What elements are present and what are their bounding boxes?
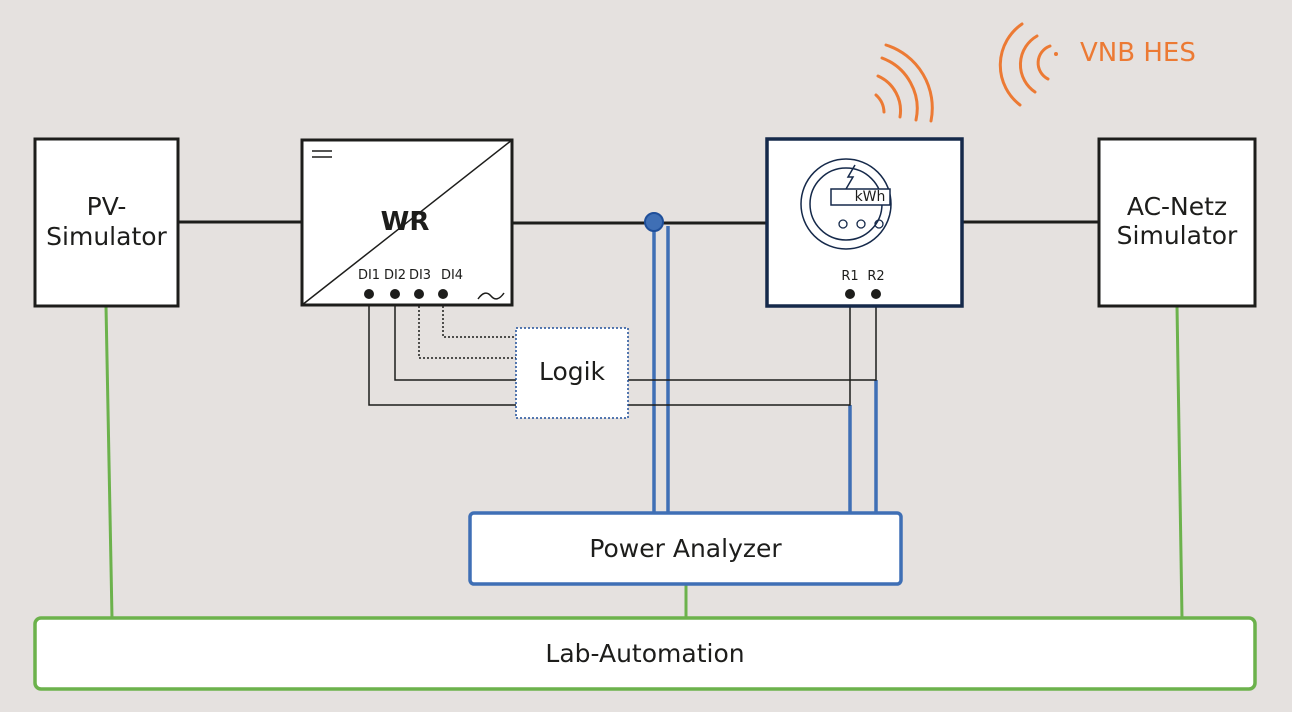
di2-label: DI2	[383, 268, 407, 283]
ac-grid-simulator-label-line2: Simulator	[1116, 221, 1238, 250]
pv-simulator-label-line2: Simulator	[46, 222, 167, 251]
ac-grid-simulator-label-line1: AC-Netz	[1126, 192, 1228, 221]
automation-links	[104, 305, 1184, 619]
logic-label: Logik	[538, 357, 606, 386]
pv-automation-link	[104, 305, 114, 619]
power-line	[178, 220, 1099, 225]
inverter-terminals	[364, 289, 448, 299]
meter-terminals	[845, 289, 881, 299]
ac-symbol	[477, 292, 505, 300]
lab-automation-box	[33, 616, 1257, 691]
terminal-di3	[414, 289, 424, 299]
meter-wireless-icon	[874, 43, 934, 123]
ac-grid-simulator-box	[1097, 137, 1257, 308]
ac-grid-simulator-label: AC-Netz Simulator	[1099, 192, 1255, 250]
power-analyzer-box	[468, 511, 903, 586]
logic-box	[515, 327, 629, 419]
terminal-di2	[390, 289, 400, 299]
meter-display-label: kWh	[854, 189, 886, 205]
di1-label: DI1	[357, 268, 381, 283]
r2-label: R2	[867, 269, 885, 284]
terminal-di4	[438, 289, 448, 299]
meter-button-2	[856, 219, 866, 229]
inverter-label: WR	[380, 207, 430, 237]
di4-label: DI4	[440, 268, 464, 283]
pv-simulator-box	[33, 137, 180, 308]
lab-automation-label: Lab-Automation	[545, 639, 745, 668]
power-analyzer-label: Power Analyzer	[589, 534, 782, 563]
di3-logic-wire	[418, 294, 516, 359]
meter-flash-icon	[845, 164, 856, 190]
meter-button-3	[874, 219, 884, 229]
meter-button-1	[838, 219, 848, 229]
hes-label: VNB HES	[1080, 38, 1196, 68]
meter-display	[830, 188, 891, 206]
terminal-di1	[364, 289, 374, 299]
measurement-junction-node	[644, 212, 664, 232]
pv-simulator-label: PV- Simulator	[35, 192, 178, 252]
di3-label: DI3	[408, 268, 432, 283]
terminal-r2	[871, 289, 881, 299]
hes-wireless-icon	[998, 22, 1058, 107]
r1-label: R1	[841, 269, 859, 284]
di2-r2-wire	[394, 294, 877, 381]
pv-simulator-label-line1: PV-	[86, 192, 127, 221]
logic-wires	[418, 294, 516, 359]
grid-automation-link	[1175, 305, 1184, 619]
terminal-r1	[845, 289, 855, 299]
inverter-diagonal	[301, 139, 513, 306]
measurement-lines	[652, 222, 878, 513]
